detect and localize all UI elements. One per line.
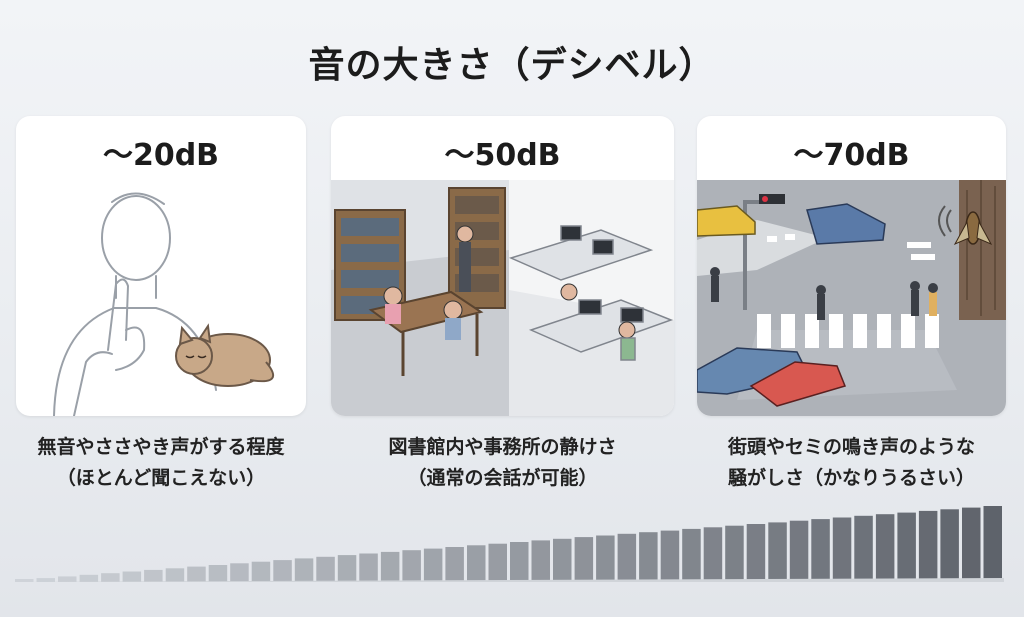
library-and-office-illustration	[331, 180, 674, 416]
meter-bar	[79, 574, 99, 582]
meter-bar	[445, 547, 464, 582]
meter-bar	[703, 527, 723, 582]
crosswalk-icon	[757, 234, 939, 348]
meter-bar	[682, 528, 701, 582]
traffic-light-icon	[743, 194, 785, 310]
caption-20db-line2: （ほとんど聞こえない）	[56, 467, 266, 489]
bookshelf-icon	[334, 187, 506, 321]
caption-50db-line1: 図書館内や事務所の静けさ	[388, 436, 617, 458]
meter-bar	[251, 561, 271, 582]
meter-bar	[832, 517, 852, 582]
caption-70db-line1: 街頭やセミの鳴き声のような	[727, 436, 975, 458]
meter-bar	[918, 510, 938, 582]
meter-bar	[596, 535, 615, 582]
meter-bar	[165, 568, 185, 582]
card-20db: 〜20dB	[16, 116, 306, 416]
meter-bar	[467, 545, 486, 582]
tree-trunk-icon	[959, 180, 1006, 320]
meter-bar	[187, 566, 206, 582]
caption-20db: 無音やささやき声がする程度 （ほとんど聞こえない）	[16, 432, 306, 494]
meter-bar	[531, 540, 550, 582]
db-label-50: 〜50dB	[444, 138, 561, 173]
meter-bar	[811, 519, 830, 582]
meter-bar	[510, 542, 529, 582]
meter-bar	[897, 512, 916, 582]
caption-70db-line2: 騒がしさ（かなりうるさい）	[727, 467, 975, 489]
car-icon	[697, 203, 886, 407]
meter-bar	[768, 522, 787, 582]
meter-bar	[962, 507, 981, 582]
meter-bar	[639, 532, 658, 582]
office-desks-icon	[508, 225, 674, 361]
meter-bar	[208, 565, 228, 582]
meter-bar	[617, 533, 637, 582]
meter-bar	[58, 576, 77, 582]
meter-bar	[940, 509, 959, 582]
meter-bar	[488, 543, 507, 582]
meter-bar	[402, 550, 421, 582]
meter-bar	[359, 553, 378, 582]
meter-bar	[553, 538, 572, 582]
meter-bar	[122, 571, 142, 582]
meter-bar	[875, 514, 895, 582]
volume-meter	[14, 506, 1004, 582]
meter-bar	[423, 548, 443, 582]
db-label-70: 〜70dB	[793, 138, 910, 173]
shushing-person-and-cat-illustration	[53, 192, 275, 416]
card-50db: 〜50dB	[331, 116, 674, 416]
meter-bar	[36, 578, 55, 582]
page-title: 音の大きさ（デシベル）	[308, 45, 716, 86]
meter-bar	[294, 558, 314, 582]
meter-bar	[101, 573, 120, 582]
meter-baseline	[14, 578, 1004, 582]
meter-bar	[273, 560, 292, 582]
meter-bar	[380, 551, 400, 582]
meter-bar	[230, 563, 249, 582]
db-label-20: 〜20dB	[102, 138, 220, 173]
meter-bar	[725, 525, 744, 582]
pedestrian-icon	[710, 267, 938, 320]
meter-bar	[983, 506, 1002, 582]
meter-bar	[337, 555, 357, 582]
meter-bar	[15, 579, 34, 582]
caption-50db: 図書館内や事務所の静けさ （通常の会話が可能）	[331, 432, 674, 494]
card-70db: 〜70dB	[697, 116, 1006, 416]
meter-bar	[854, 515, 873, 582]
meter-bar	[660, 530, 680, 582]
caption-20db-line1: 無音やささやき声がする程度	[37, 436, 285, 458]
reading-table-icon	[368, 225, 484, 376]
meter-bar	[316, 556, 335, 582]
sleeping-cat-icon	[175, 323, 275, 387]
street-and-cicada-illustration	[697, 180, 1006, 416]
caption-70db: 街頭やセミの鳴き声のような 騒がしさ（かなりうるさい）	[697, 432, 1006, 494]
meter-bar	[144, 569, 163, 582]
meter-bar	[574, 537, 594, 582]
meter-bar	[789, 520, 809, 582]
cicada-icon	[938, 205, 993, 246]
caption-50db-line2: （通常の会話が可能）	[407, 467, 598, 489]
meter-bar	[746, 524, 766, 582]
